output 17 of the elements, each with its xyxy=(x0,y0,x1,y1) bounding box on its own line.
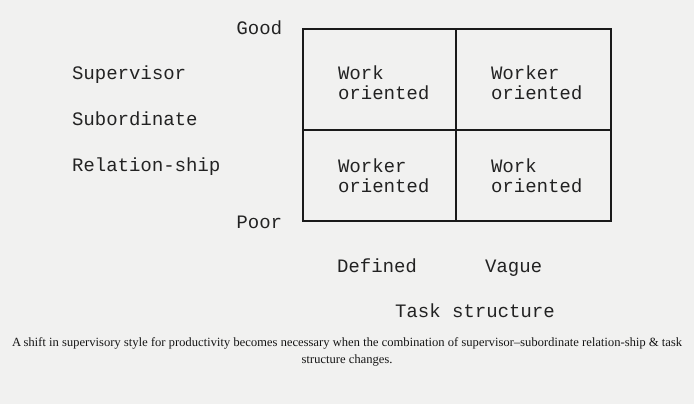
cell-text: Worker oriented xyxy=(338,157,430,197)
quadrant-cell xyxy=(455,129,612,222)
axis-label: Poor xyxy=(236,212,282,234)
cell-text: Worker oriented xyxy=(491,64,582,104)
caption: A shift in supervisory style for productivity becomes necessary when the combination of supervisor–subordinate relation-ship & task structure changes. xyxy=(10,334,684,368)
quadrant-cell xyxy=(455,28,612,131)
axis-label: Supervisor xyxy=(72,63,186,85)
axis-label: Vague xyxy=(485,256,542,278)
axis-label: Good xyxy=(236,18,282,40)
axis-title: Task structure xyxy=(395,301,555,323)
axis-label: Relation-ship xyxy=(72,155,220,177)
axis-label: Defined xyxy=(337,256,417,278)
cell-text: Work oriented xyxy=(338,64,430,104)
cell-text: Work oriented xyxy=(491,157,582,197)
axis-label: Subordinate xyxy=(72,109,198,131)
quadrant-cell xyxy=(302,129,457,222)
quadrant-cell xyxy=(302,28,457,131)
